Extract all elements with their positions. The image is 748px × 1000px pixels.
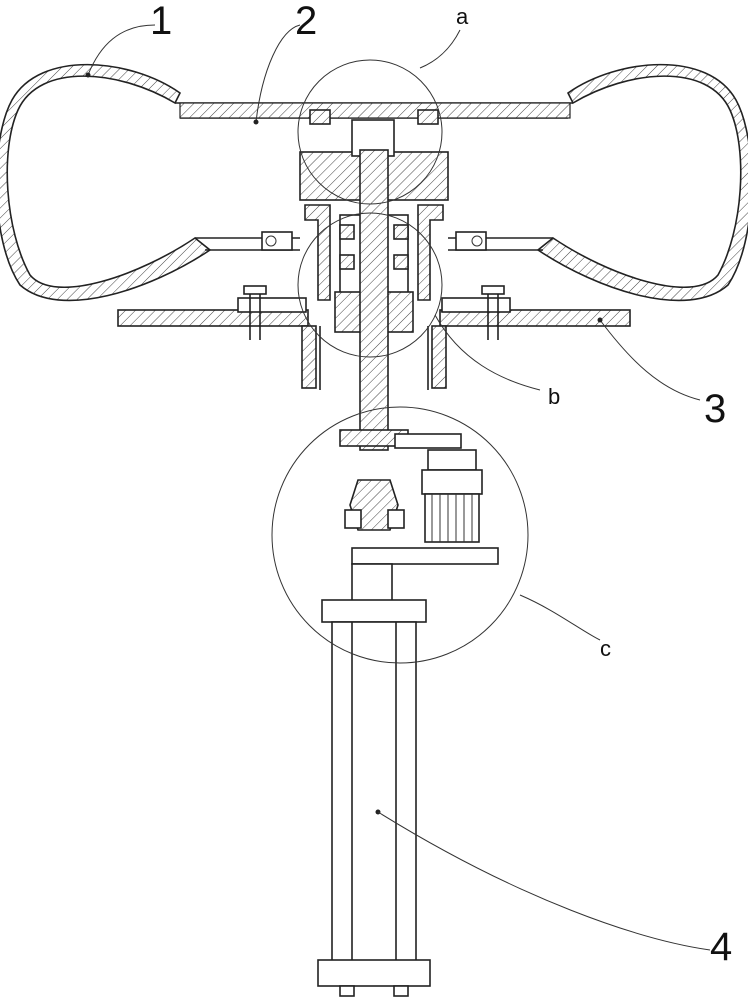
label-part-4: 4 <box>710 925 732 969</box>
mounting-plate <box>351 547 499 605</box>
label-detail-a: a <box>456 4 469 29</box>
guide-sleeves <box>301 325 447 390</box>
label-detail-b: b <box>548 384 560 409</box>
rim-clamps <box>261 231 487 251</box>
label-part-1: 1 <box>150 0 172 43</box>
label-part-3: 3 <box>704 387 726 431</box>
motor <box>421 449 483 543</box>
support-plate <box>117 285 631 340</box>
detail-circles <box>271 59 529 664</box>
main-shaft <box>339 149 462 451</box>
coupling <box>344 479 405 531</box>
label-part-2: 2 <box>295 0 317 43</box>
label-detail-c: c <box>600 636 611 661</box>
leader-lines <box>85 24 711 951</box>
cylinder <box>317 599 431 997</box>
